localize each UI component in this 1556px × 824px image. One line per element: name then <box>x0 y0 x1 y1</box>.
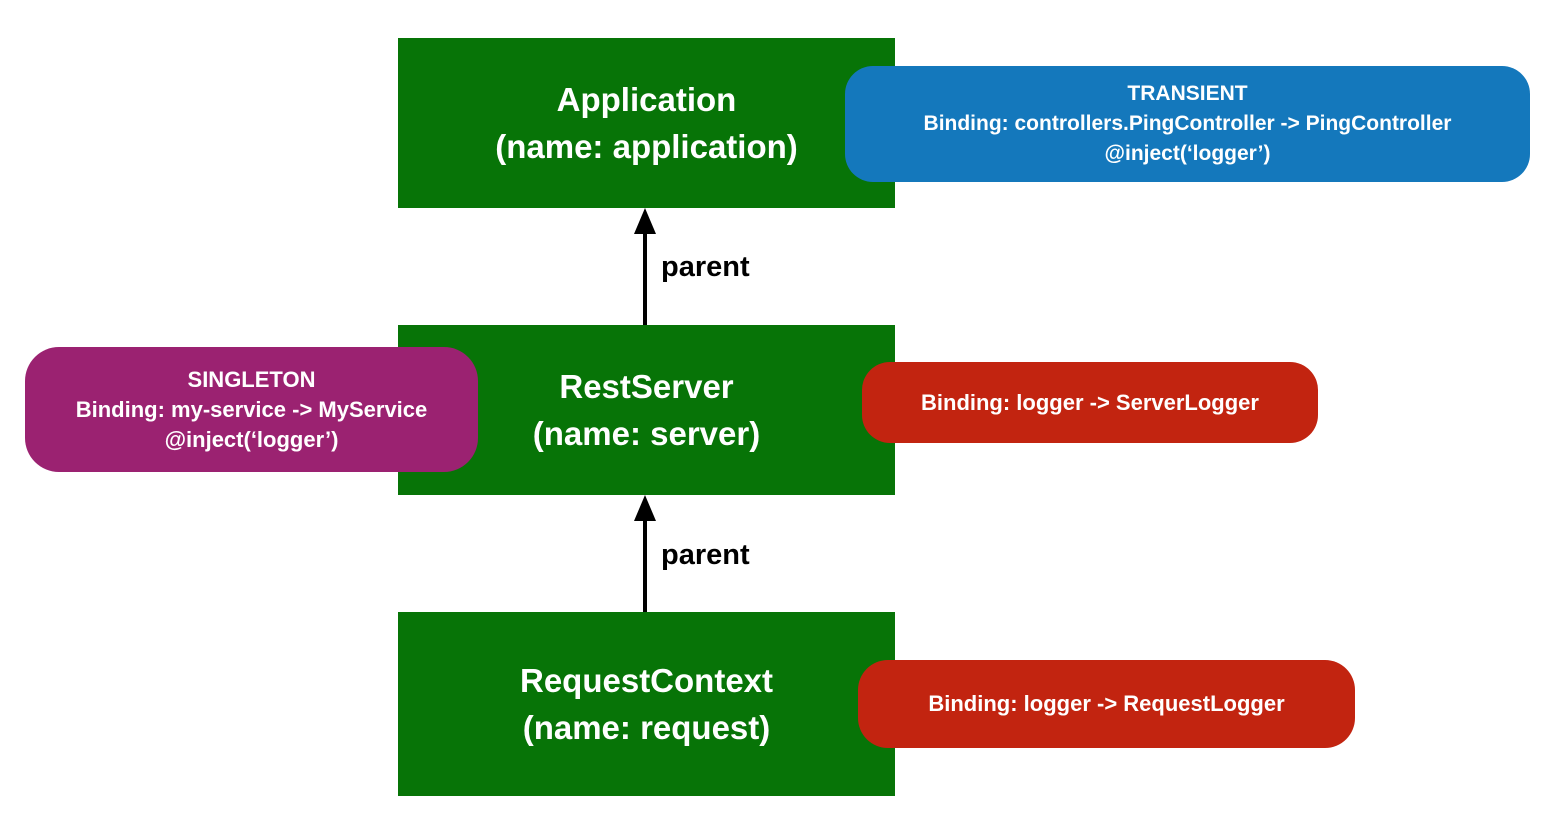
parent-arrow-line <box>643 517 647 612</box>
context-box-application: Application (name: application) <box>398 38 895 208</box>
badge-line: SINGLETON <box>187 366 316 392</box>
context-box-server: RestServer (name: server) <box>398 325 895 495</box>
arrowhead-up-icon <box>634 208 656 234</box>
badge-line: @inject(‘logger’) <box>1104 142 1271 165</box>
parent-arrow-label: parent <box>661 251 750 283</box>
badge-line: Binding: logger -> ServerLogger <box>921 389 1259 415</box>
parent-arrow-label: parent <box>661 539 750 571</box>
context-title: Application <box>556 81 737 118</box>
badge-line: Binding: my-service -> MyService <box>75 396 428 422</box>
badge-line: Binding: controllers.PingController -> P… <box>923 112 1452 135</box>
badge-singleton-binding: SINGLETON Binding: my-service -> MyServi… <box>25 347 478 472</box>
badge-line: TRANSIENT <box>1127 82 1248 105</box>
context-title: RequestContext <box>519 662 774 699</box>
context-box-request: RequestContext (name: request) <box>398 612 895 796</box>
parent-arrow-line <box>643 230 647 325</box>
badge-server-logger-binding: Binding: logger -> ServerLogger <box>862 362 1318 443</box>
badge-request-logger-binding: Binding: logger -> RequestLogger <box>858 660 1355 748</box>
context-subtitle: (name: application) <box>495 128 798 165</box>
arrowhead-up-icon <box>634 495 656 521</box>
badge-line: Binding: logger -> RequestLogger <box>928 691 1285 716</box>
badge-transient-binding: TRANSIENT Binding: controllers.PingContr… <box>845 66 1530 182</box>
context-title: RestServer <box>559 368 734 405</box>
context-subtitle: (name: request) <box>522 709 771 746</box>
context-subtitle: (name: server) <box>532 415 761 452</box>
badge-line: @inject(‘logger’) <box>164 426 339 452</box>
